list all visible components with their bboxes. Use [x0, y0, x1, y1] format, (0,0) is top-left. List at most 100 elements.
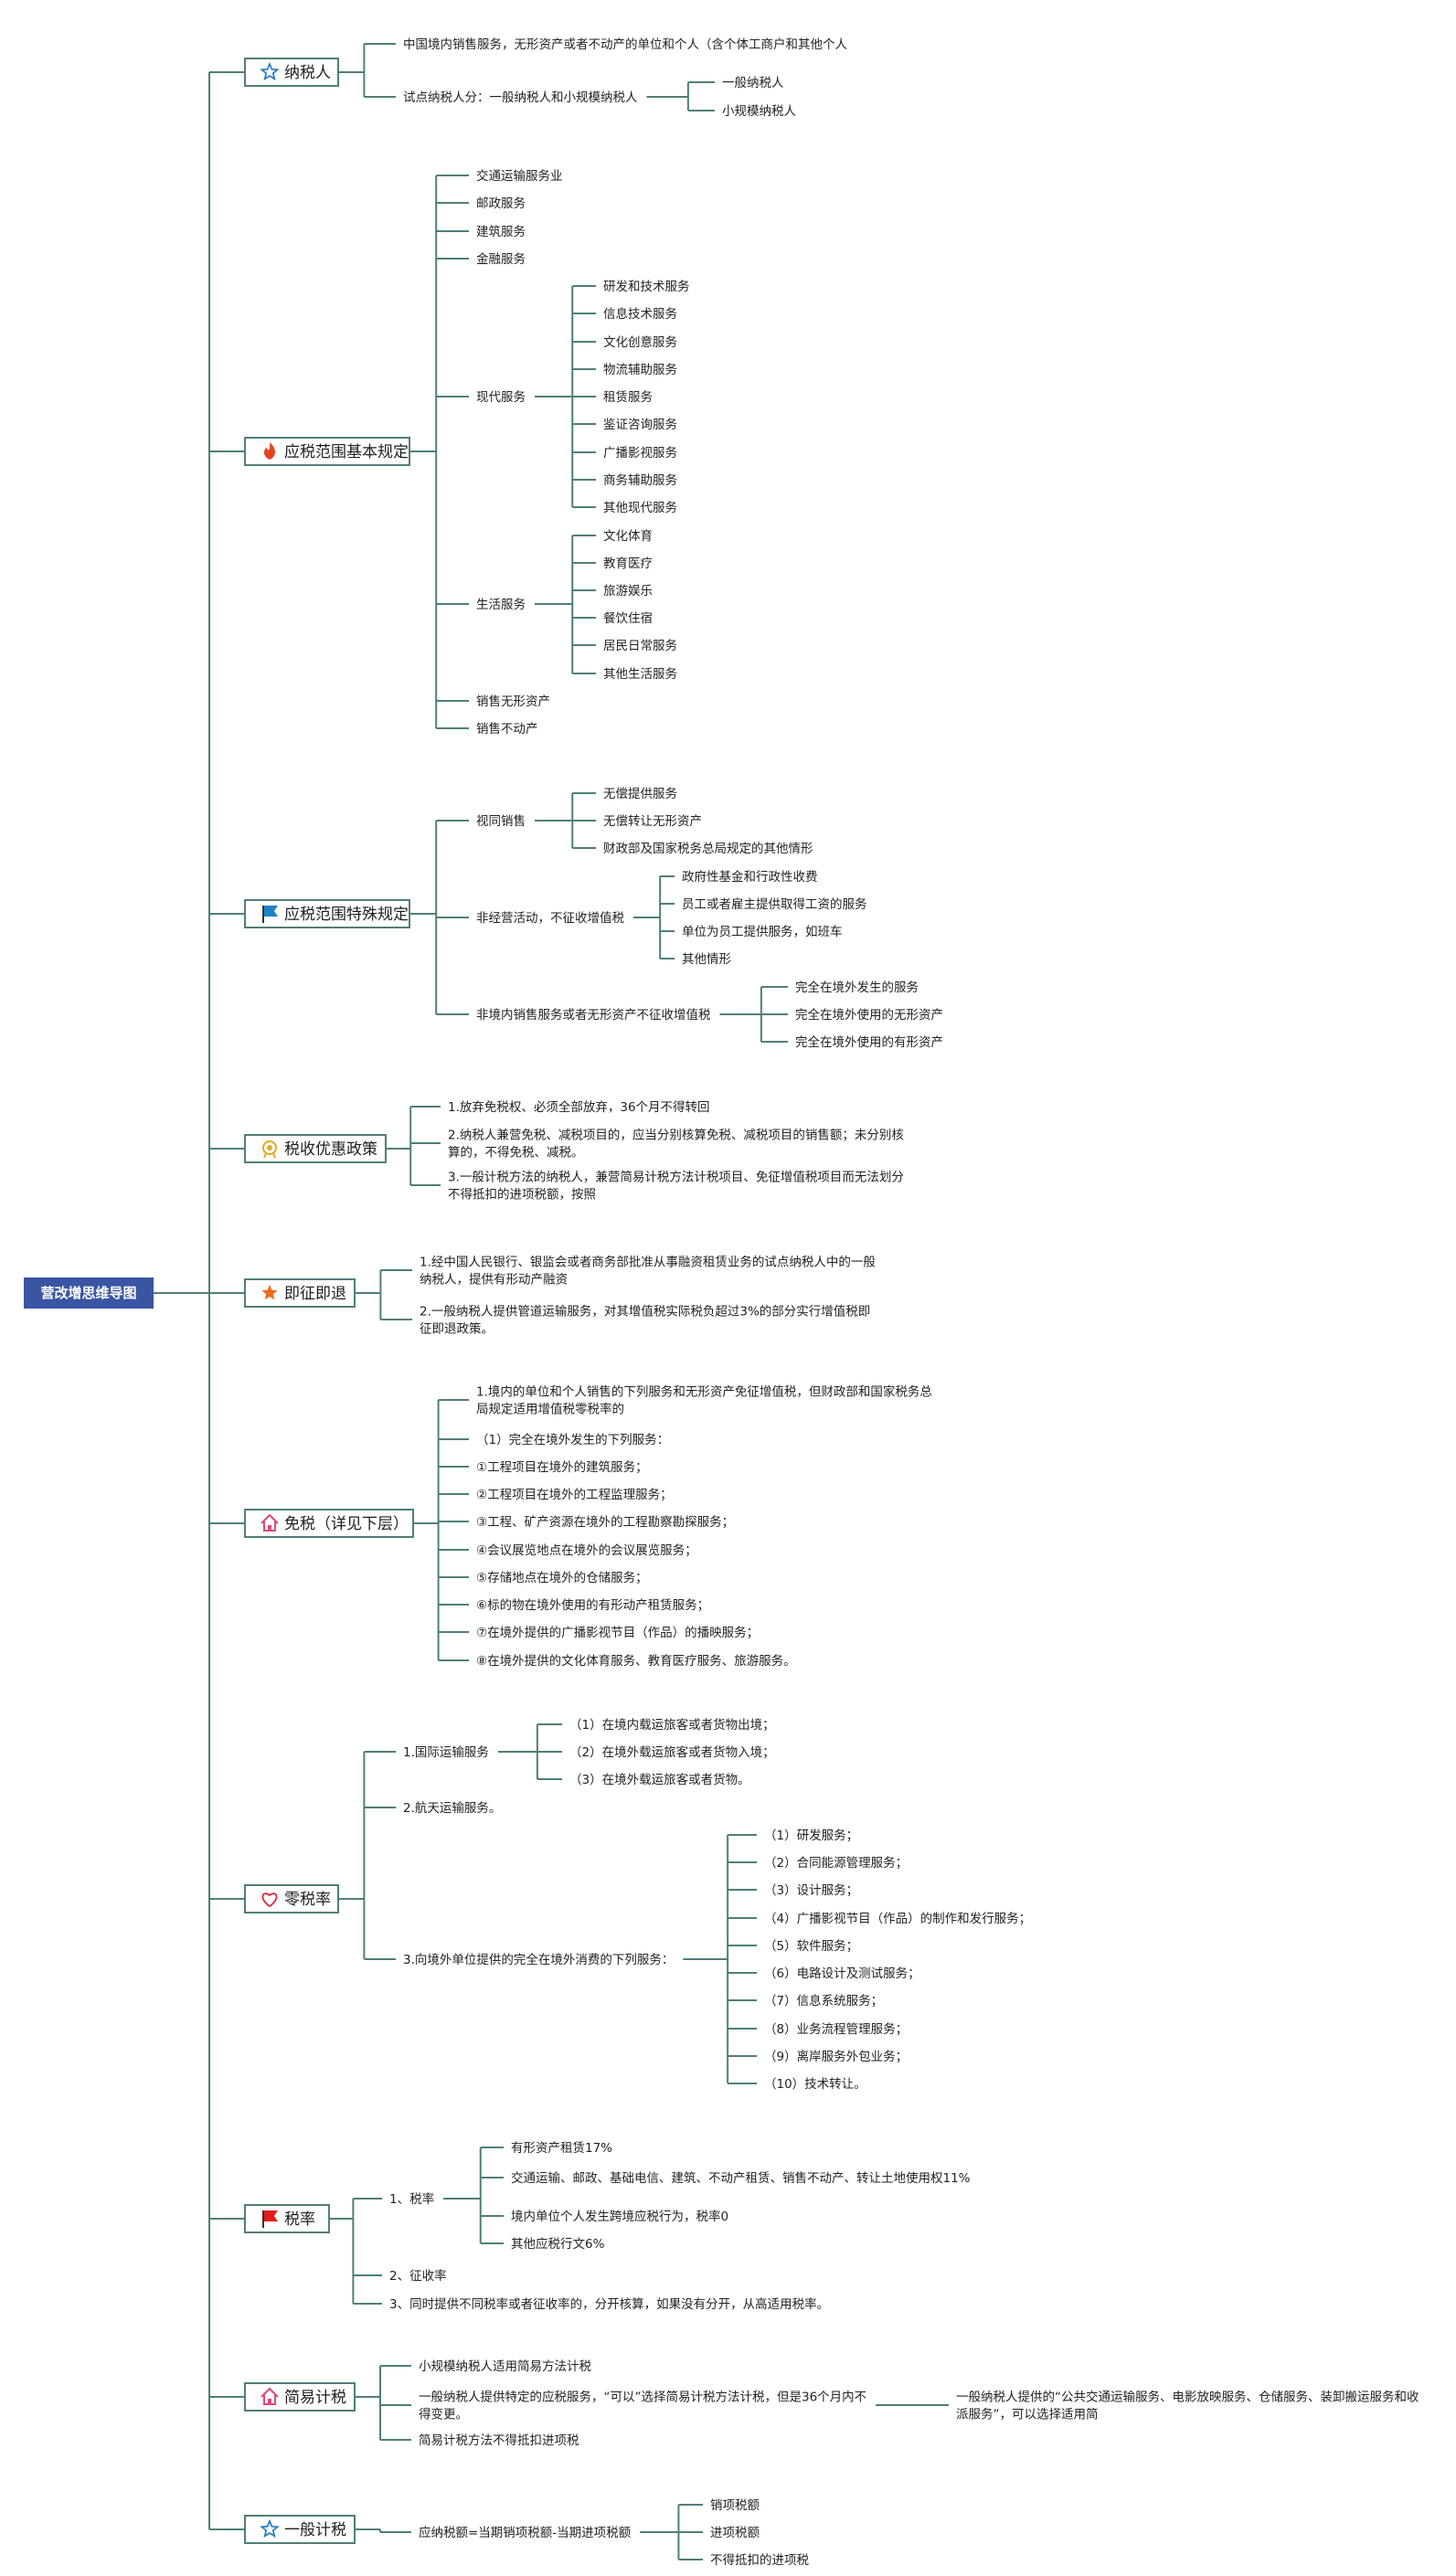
node-level1: 3.向境外单位提供的完全在境外消费的下列服务：	[403, 1952, 674, 1967]
node-level1: 2.一般纳税人提供管道运输服务，对其增值税实际税负超过3%的部分实行增值税即征即…	[420, 1305, 870, 1337]
node-level1: 3.一般计税方法的纳税人，兼营简易计税方法计税项目、免征增值税项目而无法划分不得…	[448, 1170, 904, 1203]
node-level1: （1）完全在境外发生的下列服务：	[476, 1432, 669, 1447]
node-level1: 1.放弃免税权、必须全部放弃，36个月不得转回	[448, 1099, 710, 1115]
node-level2: （1）研发服务；	[764, 1829, 858, 1843]
node-level2: 广播影视服务	[603, 446, 677, 461]
branch-node-0[interactable]: 纳税人	[244, 58, 339, 87]
node-level1: 1、税率	[389, 2191, 434, 2207]
node-level2: （4）广播影视节目（作品）的制作和发行服务；	[764, 1912, 1031, 1926]
node-level2: 旅游娱乐	[603, 584, 653, 599]
node-level2: 鉴证咨询服务	[603, 418, 677, 432]
node-level2: 研发和技术服务	[603, 280, 690, 294]
house-icon	[260, 1513, 279, 1532]
node-level2: （5）软件服务；	[764, 1939, 858, 1954]
node-level2: 完全在境外使用的有形资产	[795, 1034, 943, 1050]
node-level1: 生活服务	[476, 598, 526, 612]
node-level2: 餐饮住宿	[603, 610, 653, 626]
branch-node-7[interactable]: 税率	[244, 2204, 330, 2233]
branch-node-3[interactable]: 税收优惠政策	[244, 1134, 387, 1163]
node-level2: 居民日常服务	[603, 639, 677, 653]
branch-label: 税率	[284, 2210, 315, 2229]
node-level1: 现代服务	[476, 390, 526, 405]
node-level1: 2、征收率	[389, 2268, 447, 2284]
node-level2: 完全在境外使用的无形资产	[795, 1007, 943, 1023]
node-level1: 邮政服务	[476, 196, 526, 211]
node-level2: 销项税额	[710, 2498, 760, 2513]
flag-red-icon	[262, 2210, 278, 2228]
node-level2: 财政部及国家税务总局规定的其他情形	[603, 841, 813, 856]
node-level2: 有形资产租赁17%	[511, 2141, 612, 2156]
node-level2: （3）在境外载运旅客或者货物。	[569, 1772, 750, 1787]
node-level1: ①工程项目在境外的建筑服务；	[476, 1460, 648, 1475]
root-node[interactable]: 营改增思维导图	[24, 1277, 154, 1309]
branch-node-9[interactable]: 一般计税	[244, 2515, 356, 2544]
node-level2: 完全在境外发生的服务	[795, 980, 919, 995]
node-level1: 3、同时提供不同税率或者征收率的，分开核算，如果没有分开，从高适用税率。	[389, 2296, 829, 2312]
branch-label: 纳税人	[284, 64, 331, 82]
branch-label: 零税率	[284, 1891, 331, 1909]
node-level2: 商务辅助服务	[603, 473, 677, 488]
node-level1: ④会议展览地点在境外的会议展览服务；	[476, 1543, 697, 1558]
star-outline-icon	[260, 2518, 280, 2539]
node-level1: 非境内销售服务或者无形资产不征收增值税	[476, 1008, 711, 1023]
node-level2: 信息技术服务	[603, 306, 677, 322]
node-level1: 金融服务	[476, 252, 526, 267]
node-level2: （1）在境内载运旅客或者货物出境；	[569, 1717, 775, 1733]
node-level2: （10）技术转让。	[764, 2077, 866, 2092]
node-level1: 试点纳税人分：一般纳税人和小规模纳税人	[403, 90, 638, 105]
branch-label: 即征即退	[284, 1285, 346, 1303]
node-level2: 单位为员工提供服务，如班车	[682, 924, 843, 939]
node-level2: （9）离岸服务外包业务；	[764, 2049, 908, 2064]
flame-icon	[263, 442, 275, 460]
node-level1: 销售无形资产	[476, 694, 550, 709]
node-level1: ⑧在境外提供的文化体育服务、教育医疗服务、旅游服务。	[476, 1654, 796, 1669]
star-filled-icon	[261, 1285, 278, 1300]
branch-node-1[interactable]: 应税范围基本规定	[244, 437, 410, 466]
node-level2: 员工或者雇主提供取得工资的服务	[682, 896, 867, 912]
star-outline-icon	[260, 61, 280, 81]
node-level1: ③工程、矿产资源在境外的工程勘察勘探服务；	[476, 1514, 734, 1530]
node-level2: 无偿提供服务	[603, 787, 677, 801]
node-level1: 2.纳税人兼营免税、减税项目的，应当分别核算免税、减税项目的销售额；未分别核算的…	[448, 1128, 904, 1161]
branch-label: 应税范围特殊规定	[284, 906, 409, 924]
flag-blue-icon	[262, 906, 278, 923]
branch-node-8[interactable]: 简易计税	[244, 2382, 356, 2412]
node-level2: 小规模纳税人	[722, 104, 796, 119]
branch-node-6[interactable]: 零税率	[244, 1884, 339, 1913]
node-level1: 建筑服务	[476, 225, 526, 239]
node-level2: 其他现代服务	[603, 501, 677, 515]
node-level2: 其他情形	[682, 952, 731, 967]
node-level2: 文化体育	[603, 529, 653, 544]
node-level1: ⑦在境外提供的广播影视节目（作品）的播映服务；	[476, 1626, 759, 1640]
node-level1: 视同销售	[476, 814, 526, 829]
branch-label: 免税（详见下层）	[284, 1515, 409, 1533]
branch-label: 税收优惠政策	[284, 1140, 377, 1159]
node-level2: 一般纳税人	[722, 76, 784, 90]
node-level2: 物流辅助服务	[603, 363, 677, 377]
node-level2: 教育医疗	[603, 557, 653, 571]
node-level1: 销售不动产	[476, 722, 538, 737]
node-level2: （2）合同能源管理服务；	[764, 1856, 908, 1871]
root-label: 营改增思维导图	[40, 1285, 136, 1301]
node-level1: ⑤存储地点在境外的仓储服务；	[476, 1571, 648, 1585]
medal-icon	[262, 1140, 277, 1159]
node-level1: 一般纳税人提供特定的应税服务，“可以”选择简易计税方法计税，但是36个月内不得变…	[419, 2390, 866, 2422]
node-level2: （6）电路设计及测试服务；	[764, 1966, 920, 1981]
node-level2: （8）业务流程管理服务；	[764, 2022, 908, 2037]
branch-label: 一般计税	[284, 2521, 346, 2539]
node-level1: 2.航天运输服务。	[403, 1801, 501, 1816]
node-level1: 非经营活动，不征收增值税	[476, 911, 624, 926]
node-level2: 交通运输、邮政、基础电信、建筑、不动产租赁、销售不动产、转让土地使用权11%	[511, 2170, 971, 2186]
branch-node-5[interactable]: 免税（详见下层）	[244, 1509, 414, 1538]
branch-node-4[interactable]: 即征即退	[244, 1278, 356, 1308]
node-level1: 1.经中国人民银行、银监会或者商务部批准从事融资租赁业务的试点纳税人中的一般纳税…	[420, 1256, 876, 1288]
node-level1: ⑥标的物在境外使用的有形动产租赁服务；	[476, 1597, 709, 1613]
node-level2: 进项税额	[710, 2526, 760, 2540]
node-level2: 不得抵扣的进项税	[710, 2552, 809, 2568]
node-level1: 中国境内销售服务，无形资产或者不动产的单位和个人（含个体工商户和其他个人	[403, 37, 847, 52]
node-level1: ②工程项目在境外的工程监理服务；	[476, 1488, 673, 1502]
node-level2: （3）设计服务；	[764, 1883, 858, 1898]
branch-label: 简易计税	[284, 2389, 346, 2407]
node-level2: （7）信息系统服务；	[764, 1993, 883, 2009]
node-level2: 政府性基金和行政性收费	[682, 869, 818, 885]
